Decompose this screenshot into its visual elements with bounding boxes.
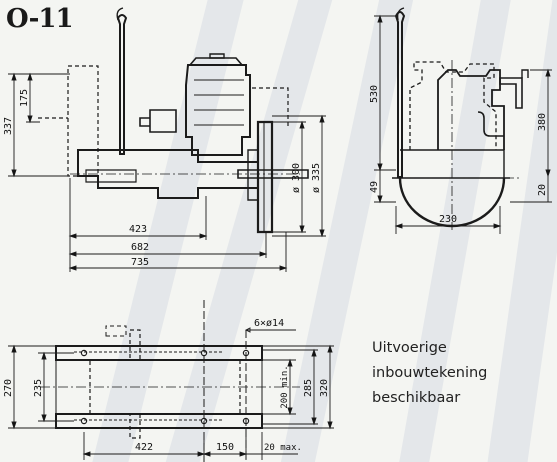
dim-235: 235 (33, 379, 44, 397)
dim-335: ø 335 (311, 163, 322, 193)
dim-20-max: 20 max. (264, 443, 302, 453)
dim-holes: 6×ø14 (254, 318, 284, 329)
note-line-1: Uitvoerige (372, 340, 447, 356)
dim-230: 230 (439, 214, 457, 225)
dim-49: 49 (369, 181, 380, 193)
note-line-3: beschikbaar (372, 390, 461, 406)
dim-422: 422 (135, 442, 153, 453)
dim-20: 20 (537, 184, 548, 196)
dim-530: 530 (369, 85, 380, 103)
front-view-dimensions (374, 14, 552, 234)
side-view-dimensions (8, 72, 326, 272)
front-view-engine (392, 7, 529, 230)
plan-view-dimensions (8, 327, 334, 460)
dim-337: 337 (3, 117, 14, 135)
model-title: O-11 (6, 4, 74, 34)
dim-200-min: 200 min. (280, 365, 290, 408)
dim-735: 735 (131, 257, 149, 268)
side-view-engine (38, 7, 309, 234)
dim-320: 320 (319, 379, 330, 397)
dim-175: 175 (19, 89, 30, 107)
dim-150: 150 (216, 442, 234, 453)
dim-285: 285 (303, 379, 314, 397)
dim-270: 270 (3, 379, 14, 397)
dim-682: 682 (131, 242, 149, 253)
dim-380: 380 (537, 113, 548, 131)
note-line-2: inbouwtekening (372, 365, 488, 381)
dim-423: 423 (129, 224, 147, 235)
dim-300: ø 300 (291, 163, 302, 193)
